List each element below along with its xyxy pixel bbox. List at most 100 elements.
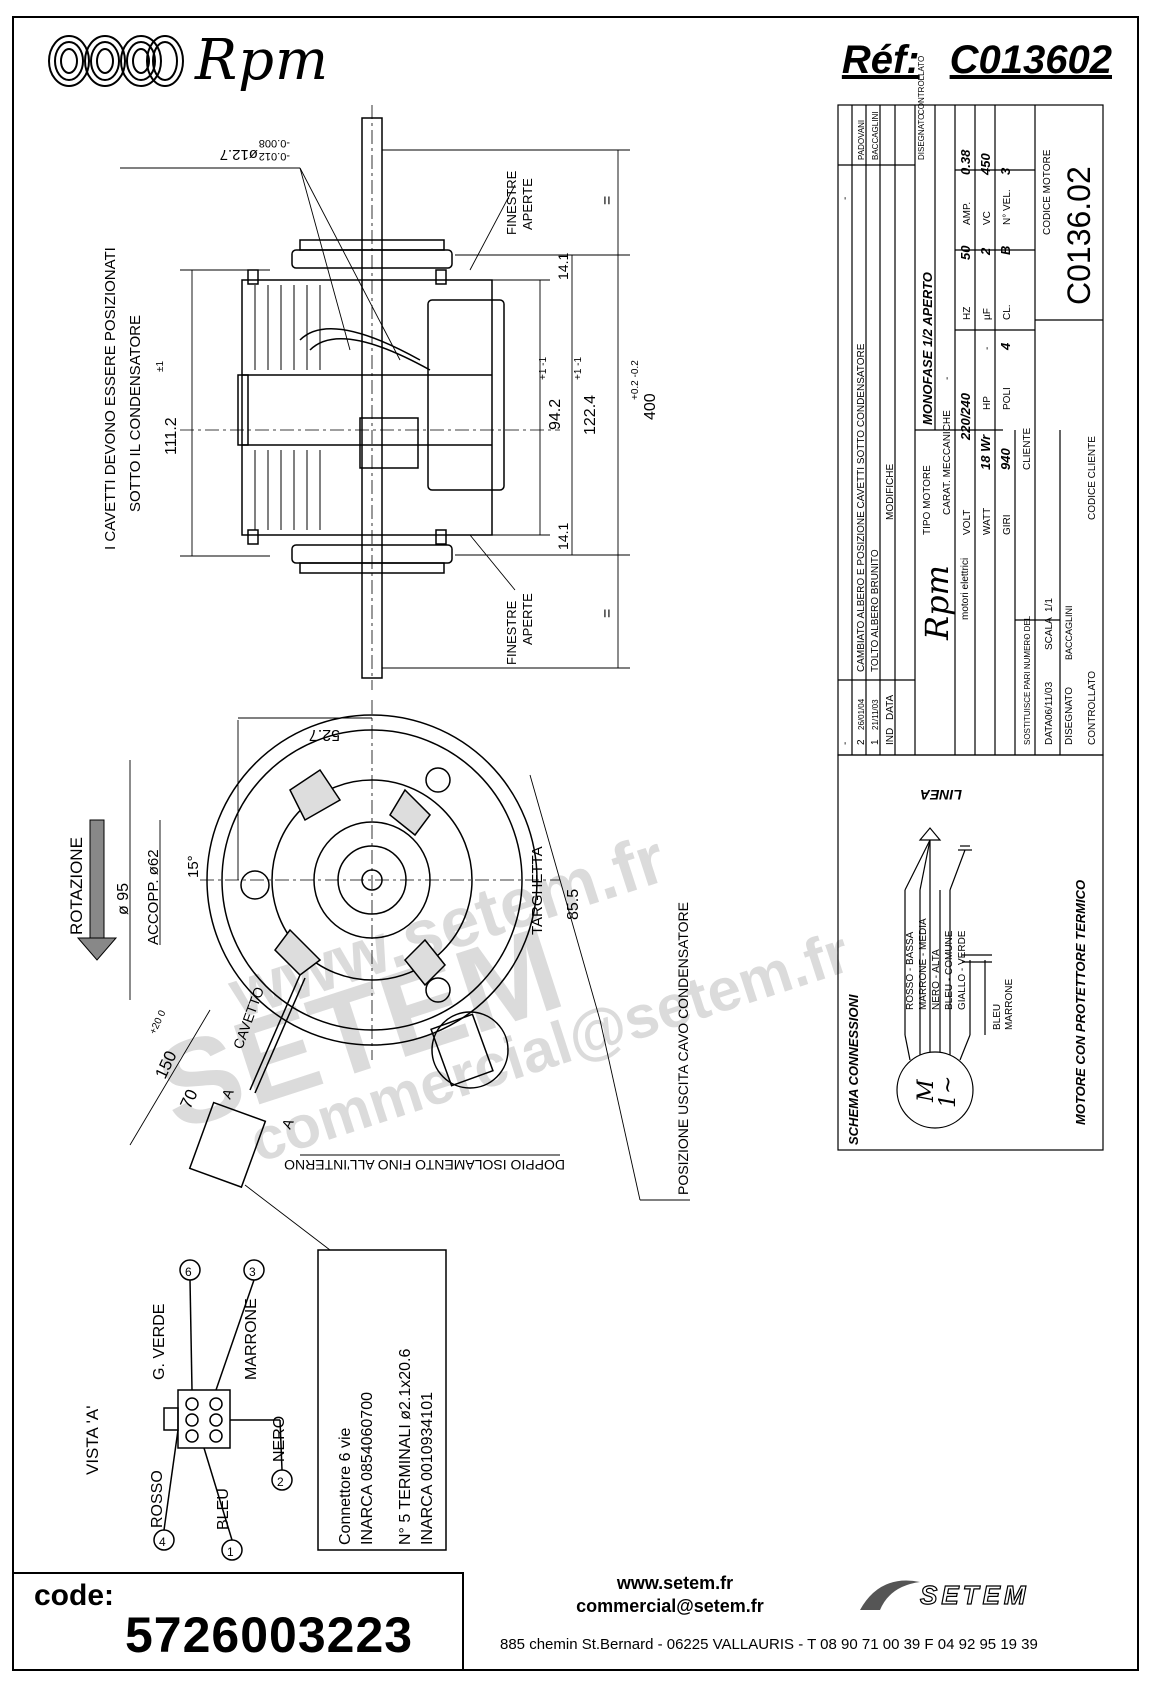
email-link[interactable]: commercial@setem.fr	[576, 1596, 764, 1616]
wire-num-4: 4	[159, 1535, 166, 1549]
brand-header: Rpm	[45, 28, 329, 93]
rotation-arrow-icon	[76, 819, 118, 961]
shaft-tol-upper: -0.008	[259, 137, 290, 149]
dim-95: ø 95	[115, 883, 132, 915]
schema-wire-7: MARRONE	[1004, 979, 1015, 1030]
side-dimensions	[120, 149, 630, 669]
schema-title: SCHEMA CONNESSIONI	[846, 994, 861, 1145]
note-cables: I CAVETTI DEVONO ESSERE POSIZIONATI	[102, 247, 119, 550]
code-box	[12, 1572, 464, 1671]
rev-1-n: 1	[870, 739, 881, 745]
amp-label: AMP.	[962, 202, 973, 225]
motor-side-view	[180, 105, 560, 690]
nvel-label: N° VEL.	[1002, 189, 1013, 225]
dim-400: 400	[642, 393, 659, 420]
wire-num-1: 1	[227, 1545, 234, 1559]
wire-name-gverde: G. VERDE	[151, 1304, 168, 1380]
dim-94-tol: +1 -1	[538, 356, 549, 380]
connector-line-1: Connettore 6 vie	[337, 1427, 354, 1545]
schema-wire-1: ROSSO - BASSA	[905, 931, 916, 1010]
data-label: DATA	[1044, 719, 1055, 745]
rev-2-n: 2	[856, 739, 867, 745]
equal-top: =	[599, 196, 616, 205]
watt-label: WATT	[982, 508, 993, 535]
codice-motore-value: C0136.02	[1061, 166, 1097, 305]
cl-value: B	[998, 246, 1013, 255]
accopp-62: ACCOPP. ø62	[145, 849, 162, 945]
dim-94: 94.2	[547, 399, 564, 430]
rotazione-label: ROTAZIONE	[67, 837, 86, 935]
dim-111-tol: ±1	[155, 361, 166, 372]
poli-value: 4	[998, 342, 1013, 351]
wire-name-bleu: BLEU	[215, 1488, 232, 1530]
connector-line-4: INARCA 0010934101	[419, 1392, 436, 1545]
rev-2-date: 26/01/04	[857, 698, 866, 730]
finestre-top: FINESTRE	[504, 170, 519, 235]
rev-2-desc: CAMBIATO ALBERO E POSIZIONE CAVETTI SOTT…	[856, 343, 867, 672]
schema-wire-5: GIALLO - VERDE	[957, 930, 968, 1010]
connector-line-2: INARCA 0854060700	[359, 1392, 376, 1545]
reference-value: C013602	[949, 38, 1112, 82]
hz-value: 50	[958, 245, 973, 260]
poli-label: POLI	[1002, 387, 1013, 410]
schema-wire-4: BLEU - COMUNE	[944, 930, 955, 1010]
motor-phase: 1~	[936, 1076, 961, 1108]
reference: Réf: C013602	[842, 38, 1112, 83]
dim-52: 52.7	[309, 726, 340, 743]
connector-line-3: N° 5 TERMINALI ø2.1x20.6	[397, 1349, 414, 1546]
wire-name-marrone: MARRONE	[243, 1298, 260, 1380]
code-value: 5726003223	[125, 1607, 414, 1663]
title-block-frame	[837, 104, 1104, 1151]
pos-condensatore: POSIZIONE USCITA CAVO CONDENSATORE	[675, 902, 691, 1195]
giri-label: GIRI	[1002, 514, 1013, 535]
data-value: 06/11/03	[1044, 681, 1055, 720]
setem-logo-text: SETEM	[920, 1580, 1030, 1610]
dim-111: 111.2	[163, 417, 180, 455]
rev-1-by: BACCAGLINI	[871, 112, 880, 160]
uf-value: 2	[978, 247, 993, 256]
equal-bottom: =	[599, 609, 616, 618]
dim-14-bottom: 14.1	[555, 523, 571, 550]
setem-swoosh-icon: SETEM	[860, 1579, 1030, 1611]
carat-label: CARAT. MECCANICHE	[942, 410, 953, 515]
dim-14-top: 14.1	[555, 253, 571, 280]
dim-122: 122.4	[582, 395, 599, 435]
rev-blank-2: -	[840, 197, 851, 200]
targhetta: TARGHETTA	[529, 846, 546, 935]
codice-cliente-label: CODICE CLIENTE	[1087, 436, 1098, 520]
brand-name: Rpm	[195, 28, 330, 93]
shaft-tol-lower: -0.012	[259, 150, 290, 162]
sostituisce-label: SOSTITUISCE PARI NUMERO DEL	[1023, 615, 1032, 745]
carat-value: -	[942, 377, 953, 380]
website-link[interactable]: www.setem.fr	[616, 1573, 734, 1593]
disegnato-value: BACCAGLINI	[1064, 605, 1074, 660]
tipo-motore-label: TIPO MOTORE	[922, 465, 933, 535]
schema-wire-3: NERO - ALTA	[931, 949, 942, 1010]
hz-label: HZ	[962, 307, 973, 320]
rev-head-n: IND	[885, 728, 896, 745]
schema-wire-2: MARRONE - MEDIA	[918, 918, 929, 1010]
angle-15: 15°	[185, 855, 202, 878]
sostituisce-value: -	[1022, 637, 1033, 640]
amp-value: 0.38	[958, 149, 973, 175]
motor-front-view	[188, 700, 560, 1189]
reference-label: Réf:	[841, 38, 920, 82]
rev-blank-1: -	[840, 742, 851, 745]
scala-label: SCALA	[1044, 617, 1055, 650]
dim-122-tol: +1 -1	[573, 356, 584, 380]
rev-head-dis: DISEGNATO	[917, 114, 926, 160]
nvel-value: 3	[998, 167, 1013, 175]
uf-label: µF	[982, 308, 993, 320]
rev-head-date: DATA	[885, 694, 896, 720]
rev-2-by: PADOVANI	[857, 120, 866, 160]
schema-footer: MOTORE CON PROTETTORE TERMICO	[1073, 880, 1088, 1125]
wire-name-rosso: ROSSO	[149, 1470, 166, 1528]
front-dimensions	[129, 717, 690, 1251]
wire-num-3: 3	[249, 1265, 256, 1279]
rev-head-mod: MODIFICHE	[885, 464, 896, 520]
motor-symbol: M	[914, 1079, 939, 1103]
disegnato-label: DISEGNATO	[1064, 687, 1075, 745]
rev-1-date: 21/11/03	[871, 699, 880, 730]
linea-label: LINEA	[920, 787, 962, 803]
